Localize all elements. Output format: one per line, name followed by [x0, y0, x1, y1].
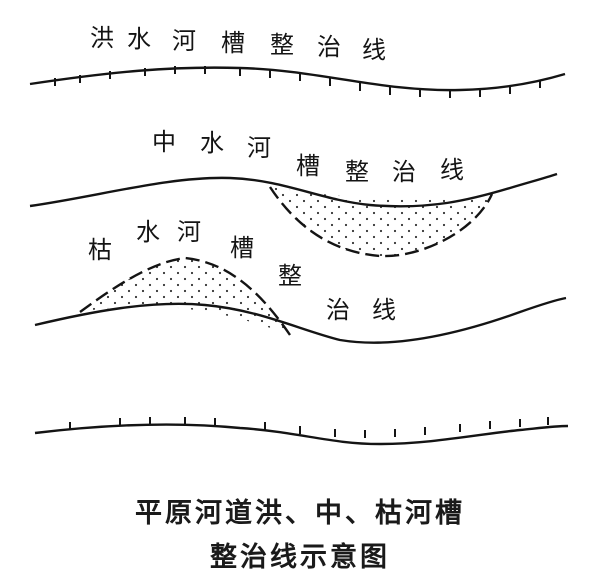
low-char-4: 槽	[230, 234, 254, 262]
flood-channel-ticks	[54, 66, 541, 98]
low-char-7: 线	[372, 296, 396, 324]
medium-char-3: 河	[247, 134, 271, 162]
medium-char-4: 槽	[296, 152, 320, 180]
low-char-2: 水	[136, 218, 160, 246]
flood-char-6: 治	[317, 33, 341, 61]
low-char-3: 河	[177, 218, 201, 246]
caption-line-1: 平原河道洪、中、枯河槽	[135, 498, 465, 529]
low-dashed-line	[79, 256, 291, 336]
flood-char-2: 水	[127, 25, 151, 53]
flood-char-7: 线	[362, 36, 386, 64]
bottom-bank-ticks	[69, 417, 549, 438]
medium-char-5: 整	[345, 158, 369, 186]
flood-char-1: 洪	[90, 24, 114, 52]
medium-char-7: 线	[440, 156, 464, 184]
medium-char-6: 治	[392, 158, 416, 186]
bottom-bank-line	[34, 423, 569, 446]
low-water-line	[34, 296, 567, 344]
flood-char-5: 整	[270, 31, 294, 59]
flood-char-4: 槽	[221, 29, 245, 57]
medium-fill-area	[270, 187, 492, 257]
low-char-5: 整	[278, 262, 302, 290]
low-char-1: 枯	[88, 236, 112, 264]
caption-line-2: 整治线示意图	[210, 542, 390, 573]
flood-char-3: 河	[172, 27, 196, 55]
low-char-6: 治	[326, 296, 350, 324]
medium-char-2: 水	[200, 129, 224, 157]
medium-char-1: 中	[152, 128, 176, 156]
medium-water-line	[29, 172, 558, 208]
medium-dashed-line	[268, 186, 494, 258]
